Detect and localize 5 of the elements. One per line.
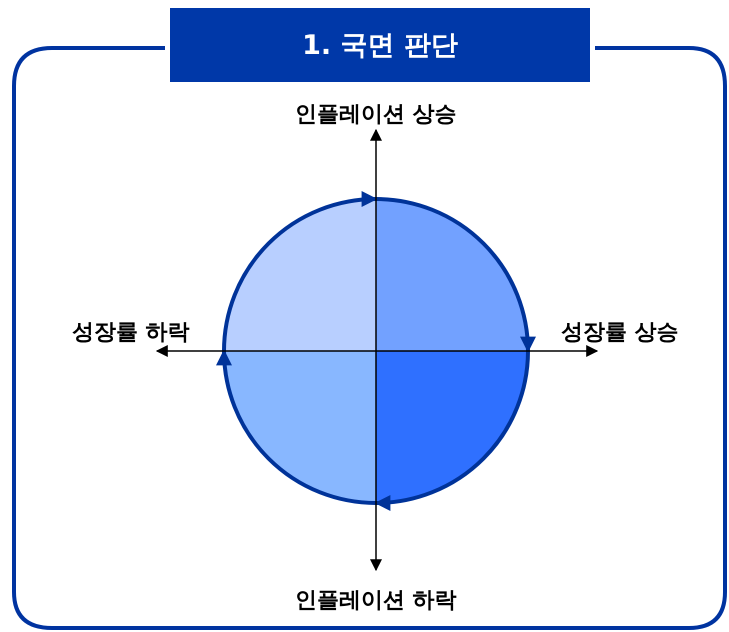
axis-label: 인플레이션 하락	[295, 588, 457, 614]
axis-label: 성장률 상승	[561, 320, 679, 346]
axis-label: 인플레이션 상승	[295, 102, 457, 128]
axis-label: 성장률 하락	[72, 320, 190, 346]
title-banner: 1. 국면 판단	[170, 8, 590, 82]
